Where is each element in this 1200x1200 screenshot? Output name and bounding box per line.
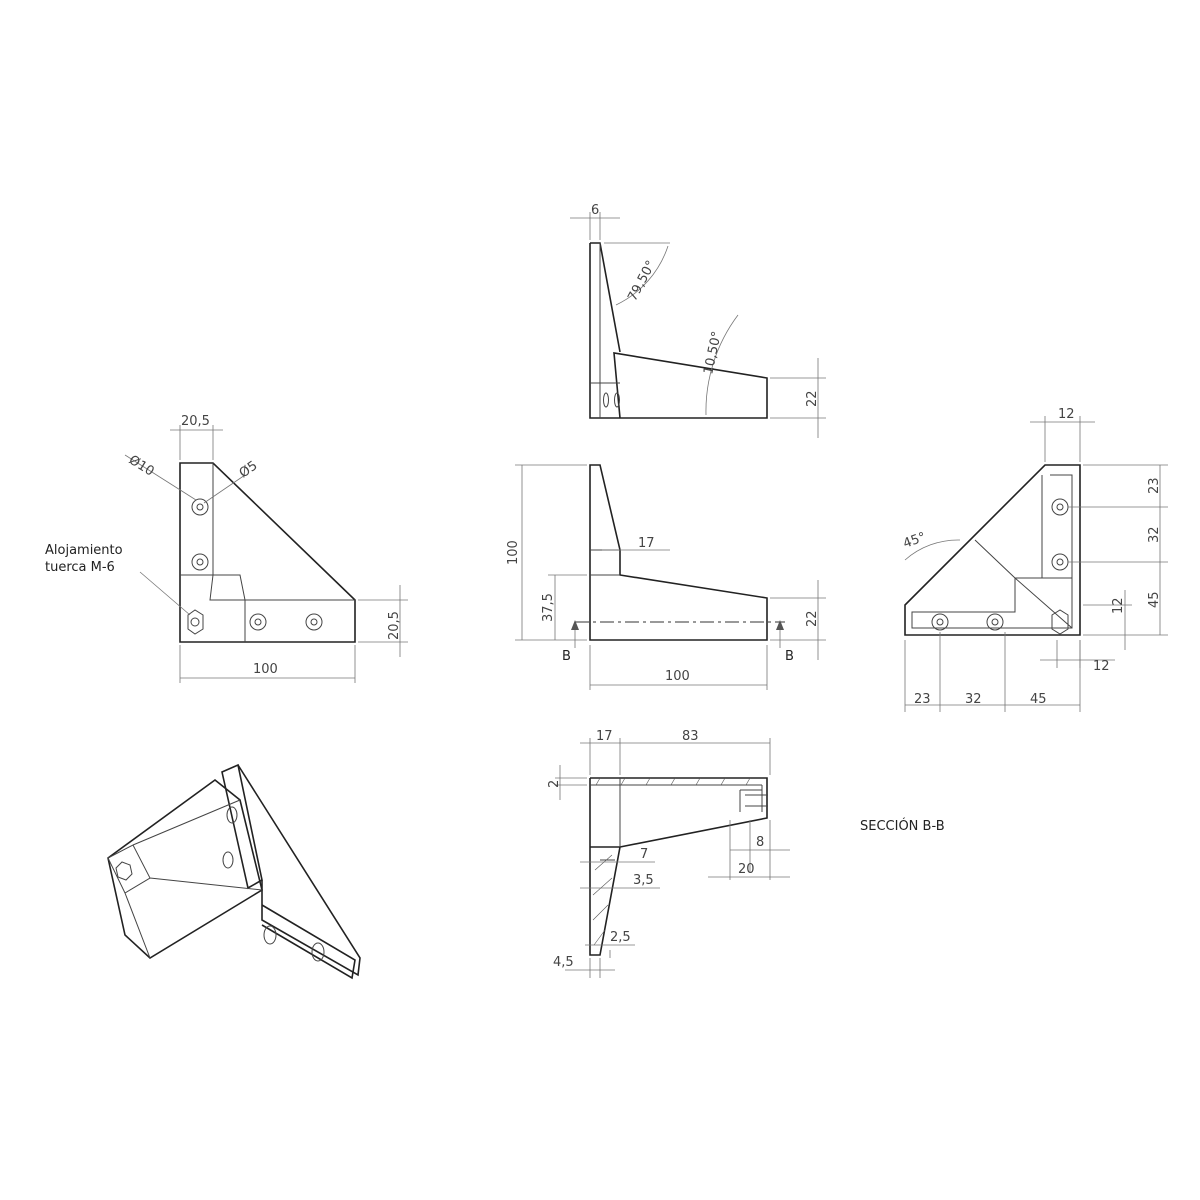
section-title: SECCIÓN B-B [860,818,945,834]
section-b-b: 17 83 2 7 3,5 8 20 2,5 4,5 SECCIÓN B-B [547,729,945,978]
dim-bottom-1: 23 [914,692,931,707]
front-view: B B 100 17 37,5 22 100 [506,464,826,690]
section-mark-right: B [785,649,794,664]
dim-hole-large: Ø10 [126,453,157,480]
side-view: 6 79,50° 10,50° 22 [570,203,826,438]
dim-length: 100 [253,662,278,677]
dim-arm-width: 20,5 [181,414,210,429]
dim-base-height: 37,5 [541,593,556,622]
dim-20: 20 [738,862,755,877]
dim-small-h: 12 [1093,659,1110,674]
isometric-view [107,763,361,980]
dim-total-height: 100 [506,540,521,565]
dim-right-1: 23 [1147,477,1162,494]
note-line1: Alojamiento [45,543,123,558]
dim-17: 17 [596,729,613,744]
dim-right-2: 32 [1147,526,1162,543]
bottom-view: 12 23 32 45 45° 12 12 23 32 45 [901,407,1168,712]
angle: 45° [901,530,928,552]
dim-arm-height: 20,5 [387,611,402,640]
dim-25: 2,5 [610,930,631,945]
dim-plate: 17 [638,536,655,551]
dim-right-3: 45 [1147,591,1162,608]
dim-bottom-3: 45 [1030,692,1047,707]
dim-end-height: 22 [805,610,820,627]
dim-top: 12 [1058,407,1075,422]
dim-small-v: 12 [1111,597,1126,614]
angle-upper: 79,50° [625,258,659,304]
dim-83: 83 [682,729,699,744]
dim-45: 4,5 [553,955,574,970]
dim-height: 22 [805,390,820,407]
dim-35: 3,5 [633,873,654,888]
dim-7: 7 [640,847,648,862]
section-mark-left: B [562,649,571,664]
angle-lower: 10,50° [701,330,725,376]
dim-length: 100 [665,669,690,684]
dim-8: 8 [756,835,764,850]
dim-bottom-2: 32 [965,692,982,707]
plan-view: 20,5 Ø10 Ø5 Alojamiento tuerca M-6 20,5 … [45,414,408,683]
dim-thickness: 6 [591,203,599,218]
note-line2: tuerca M-6 [45,560,115,575]
dim-wall: 2 [547,780,562,788]
